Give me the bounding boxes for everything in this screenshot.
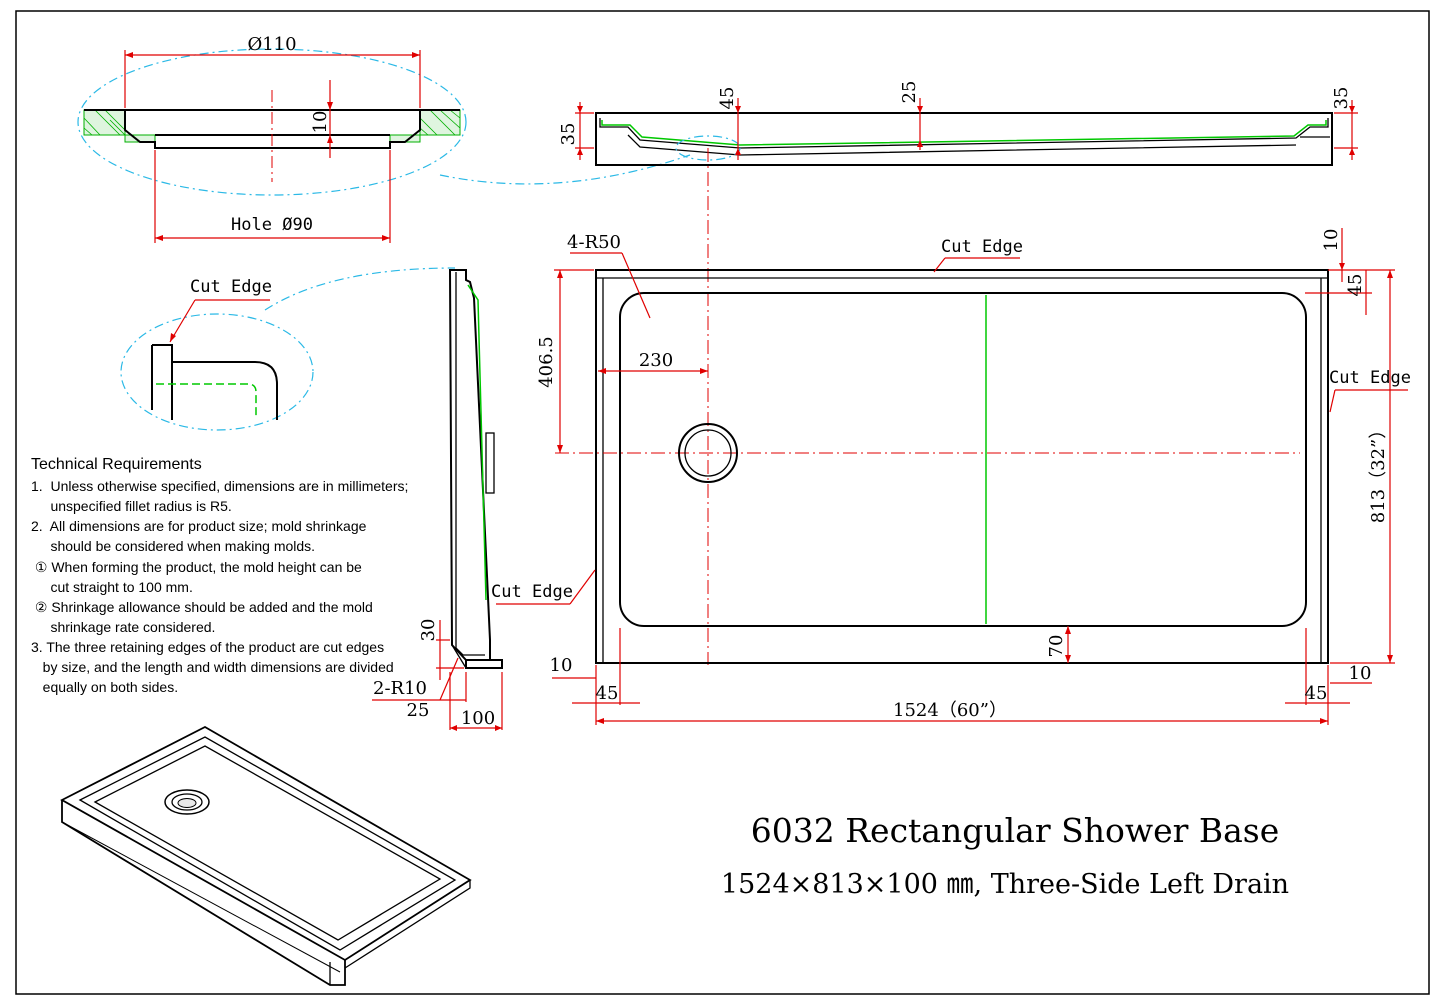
drain-detail: Ø110 10 Hole Ø90 (77, 34, 467, 243)
drawing-title: 6032 Rectangular Shower Base (751, 811, 1280, 850)
section-depth: 100 (461, 708, 495, 729)
drain-hole-diameter: Hole Ø90 (231, 215, 313, 235)
plan-cut-top: Cut Edge (941, 237, 1023, 257)
edge-detail: Cut Edge (120, 267, 456, 431)
drain-inner (684, 429, 732, 477)
drain-detail-callout (77, 48, 467, 196)
edge-detail-cut-label: Cut Edge (190, 277, 272, 297)
drain-outer (678, 423, 738, 483)
requirement-line: ② Shrinkage allowance should be added an… (31, 599, 373, 615)
plan-drain-offset-y: 406.5 (536, 336, 557, 388)
plan-right-rim-inner: 45 (1305, 683, 1328, 704)
plan-rim-top: 10 (1321, 229, 1342, 252)
requirement-line: cut straight to 100 mm. (31, 579, 193, 595)
drain-depth: 10 (310, 111, 331, 134)
iso-drain-inner (171, 793, 203, 811)
side-profile: 35 45 25 35 (558, 81, 1358, 665)
requirements-heading: Technical Requirements (31, 456, 202, 473)
section-view: 30 2-R10 25 100 (372, 269, 503, 731)
plan-view: 4-R50 Cut Edge 406.5 230 10 45 Cut Edge … (491, 228, 1411, 725)
plan-length: 1524（60”） (893, 700, 1007, 721)
profile-floor-depth: 25 (899, 81, 920, 104)
plan-drain-offset-x: 230 (639, 350, 673, 371)
requirement-line: by size, and the length and width dimens… (31, 659, 394, 675)
plan-cut-right: Cut Edge (1329, 368, 1411, 388)
plan-right-rim-outer: 10 (1349, 663, 1372, 684)
isometric-view (60, 725, 472, 986)
section-height: 30 (418, 619, 439, 642)
profile-left-height: 35 (558, 123, 579, 146)
plan-basin (619, 292, 1307, 627)
profile-right-height: 35 (1331, 87, 1352, 110)
requirement-line: 2. All dimensions are for product size; … (31, 518, 367, 534)
requirement-line: unspecified fillet radius is R5. (31, 498, 232, 514)
requirement-line: shrinkage rate considered. (31, 619, 215, 635)
plan-cut-left: Cut Edge (491, 582, 573, 602)
plan-left-rim-inner: 45 (596, 683, 619, 704)
plan-bottom-margin: 70 (1046, 635, 1067, 658)
drawing-subtitle: 1524×813×100 ㎜, Three-Side Left Drain (721, 869, 1289, 900)
section-flange: 25 (407, 700, 430, 721)
section-fillet: 2-R10 (373, 678, 427, 699)
requirement-line: 3. The three retaining edges of the prod… (31, 639, 384, 655)
plan-width: 813（32”） (1368, 421, 1389, 523)
requirement-line: should be considered when making molds. (31, 538, 315, 554)
plan-rim-top-inner: 45 (1345, 274, 1366, 297)
plan-left-rim-outer: 10 (550, 655, 573, 676)
profile-drain-depth: 45 (717, 87, 738, 110)
plan-corner-radius: 4-R50 (567, 232, 621, 253)
requirement-line: equally on both sides. (31, 679, 178, 695)
requirement-line: ① When forming the product, the mold hei… (31, 559, 362, 575)
technical-requirements: Technical Requirements 1. Unless otherwi… (31, 456, 408, 695)
drain-outer-diameter: Ø110 (247, 34, 296, 55)
drain-wall-left (83, 109, 156, 143)
drain-wall-right (389, 109, 461, 143)
requirement-line: 1. Unless otherwise specified, dimension… (31, 478, 408, 494)
drawing-border (15, 10, 1430, 995)
plan-outline (595, 269, 1329, 664)
iso-drain-outer (164, 789, 210, 815)
